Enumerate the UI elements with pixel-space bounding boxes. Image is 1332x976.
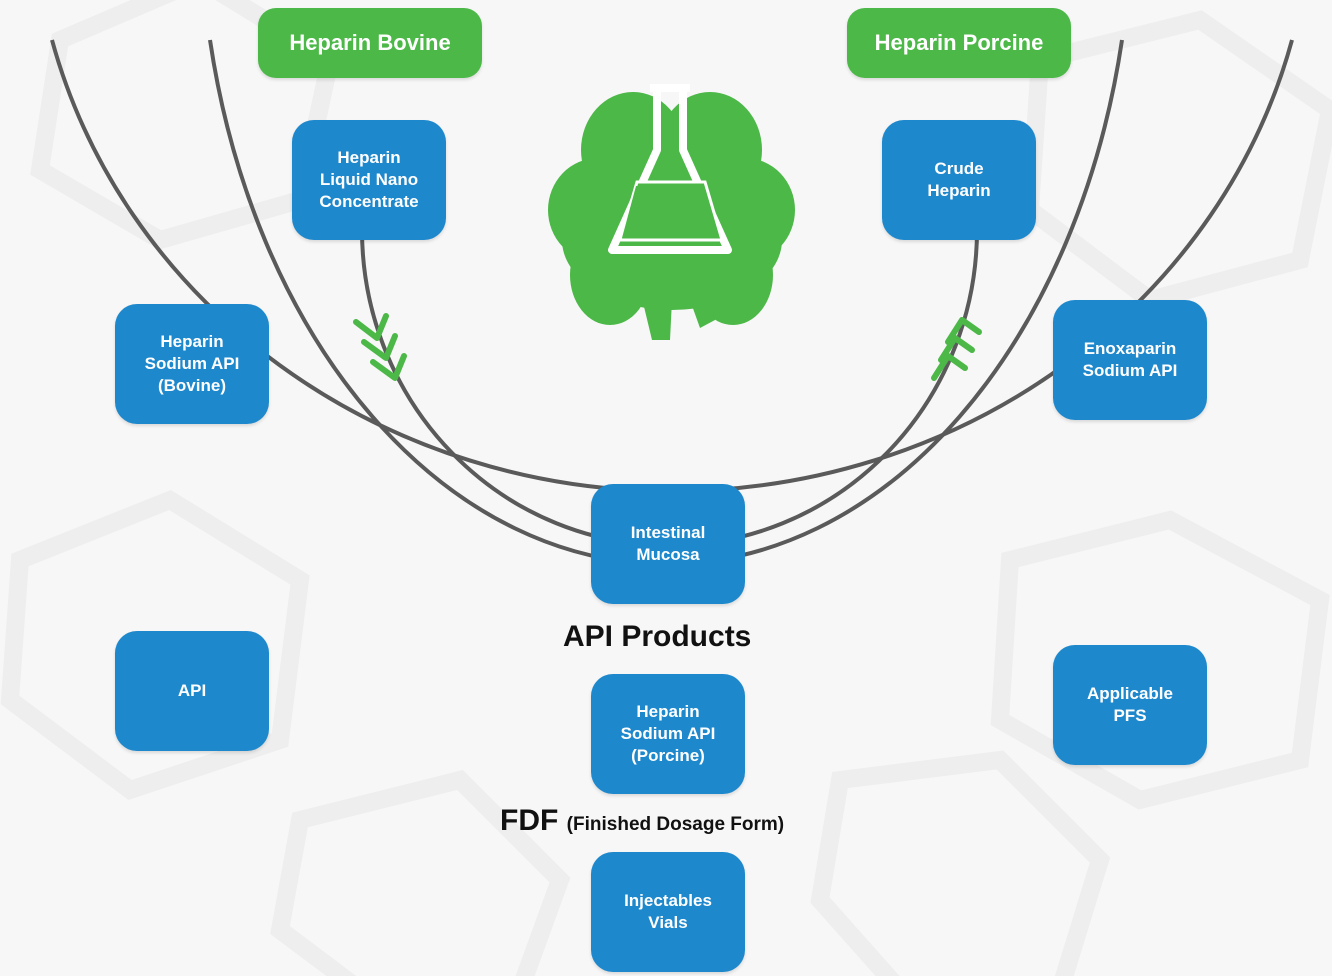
label-fdf-sub: (Finished Dosage Form) [566, 814, 785, 835]
label-fdf-main: FDF [500, 804, 559, 837]
node-applicable-pfs: Applicable PFS [1053, 645, 1207, 765]
flask-leaf-logo-icon [548, 84, 795, 340]
node-heparin-sodium-api-porcine: Heparin Sodium API (Porcine) [591, 674, 745, 794]
chevron-up-arrows-icon [931, 317, 982, 381]
label-api-products: API Products [563, 620, 752, 653]
node-injectables-vials: Injectables Vials [591, 852, 745, 972]
node-heparin-liquid-nano-concentrate: Heparin Liquid Nano Concentrate [292, 120, 446, 240]
label-fdf: FDF (Finished Dosage Form) [500, 804, 784, 838]
node-heparin-sodium-api-bovine: Heparin Sodium API (Bovine) [115, 304, 269, 424]
node-enoxaparin-sodium-api: Enoxaparin Sodium API [1053, 300, 1207, 420]
node-intestinal-mucosa: Intestinal Mucosa [591, 484, 745, 604]
pill-heparin-porcine: Heparin Porcine [847, 8, 1071, 78]
node-crude-heparin: Crude Heparin [882, 120, 1036, 240]
pill-heparin-bovine: Heparin Bovine [258, 8, 482, 78]
chevron-down-arrows-icon [353, 313, 407, 381]
node-api: API [115, 631, 269, 751]
